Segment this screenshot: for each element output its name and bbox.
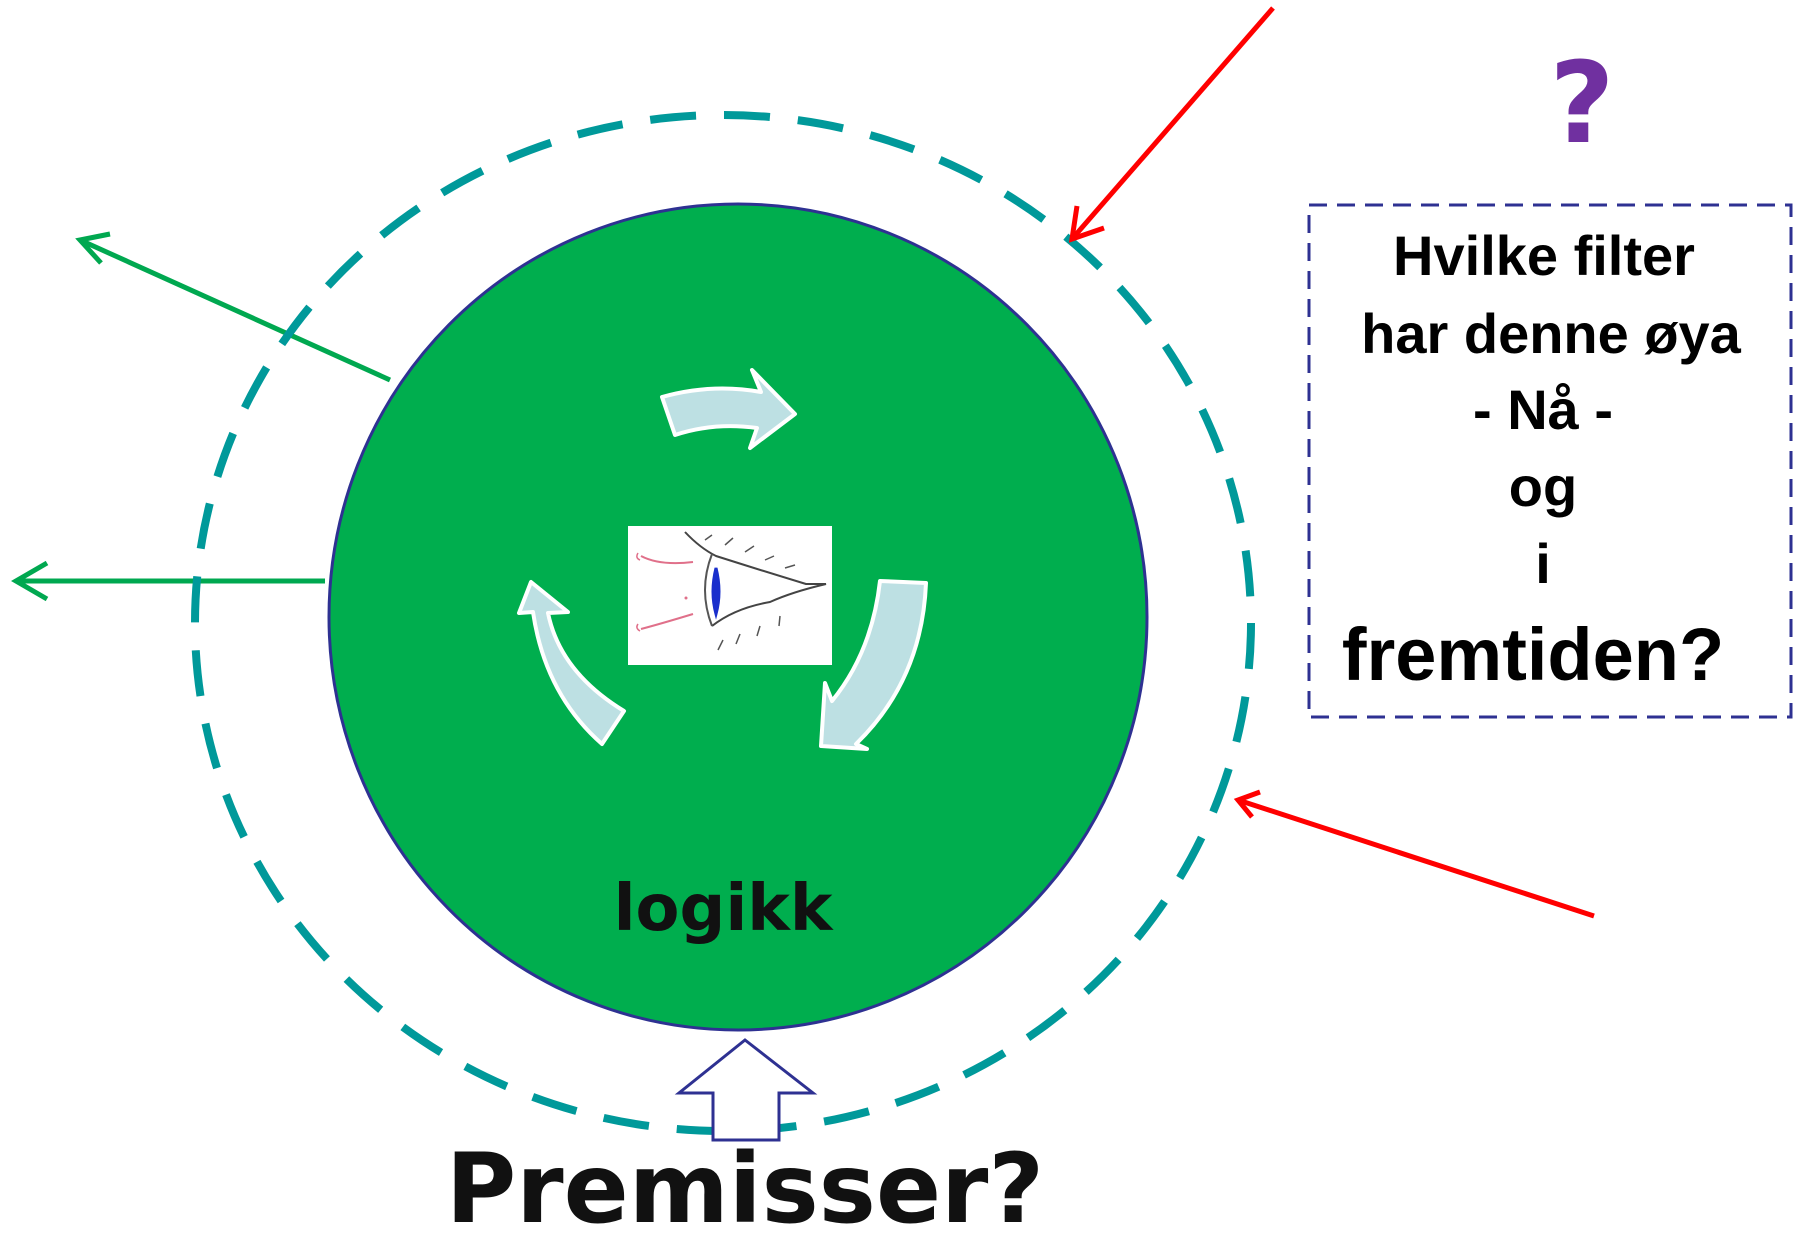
filter-question-text: Hvilke filter har denne øya - Nå - og i … [1342,224,1742,696]
cycle-arrow-right [819,579,928,751]
outgoing-arrow-upper-head [75,231,111,265]
outgoing-arrow-lower-head [11,560,49,602]
center-label: logikk [614,872,834,946]
filter-question-line-3: - Nå - [1473,378,1613,441]
cycle-arrow-top [660,368,797,450]
eye-picture-frame [628,526,832,665]
cycle-arrow-left [517,580,626,746]
premises-label: Premisser? [446,1133,1044,1233]
filter-question-line-1: Hvilke filter [1393,224,1695,287]
eye-icon [628,526,832,665]
dashed-boundary-ring [191,111,1255,1135]
filter-question-line-5: i [1535,532,1551,595]
incoming-arrows [1068,6,1595,919]
incoming-arrow-top-head [1068,205,1105,243]
incoming-arrow-bottom-head [1233,789,1261,819]
outgoing-arrow-upper [78,237,392,383]
outgoing-arrows [11,231,392,602]
premises-arrow [674,1038,818,1142]
incoming-arrow-top [1070,6,1275,241]
question-mark: ? [1550,39,1615,169]
filter-question-line-2: har denne øya [1361,302,1742,365]
incoming-arrow-bottom [1237,797,1595,919]
filter-question-box [1307,203,1793,719]
circular-arrows-icon [517,368,928,751]
filter-question-line-4: og [1509,455,1577,518]
filter-question-line-6: fremtiden? [1342,613,1724,696]
